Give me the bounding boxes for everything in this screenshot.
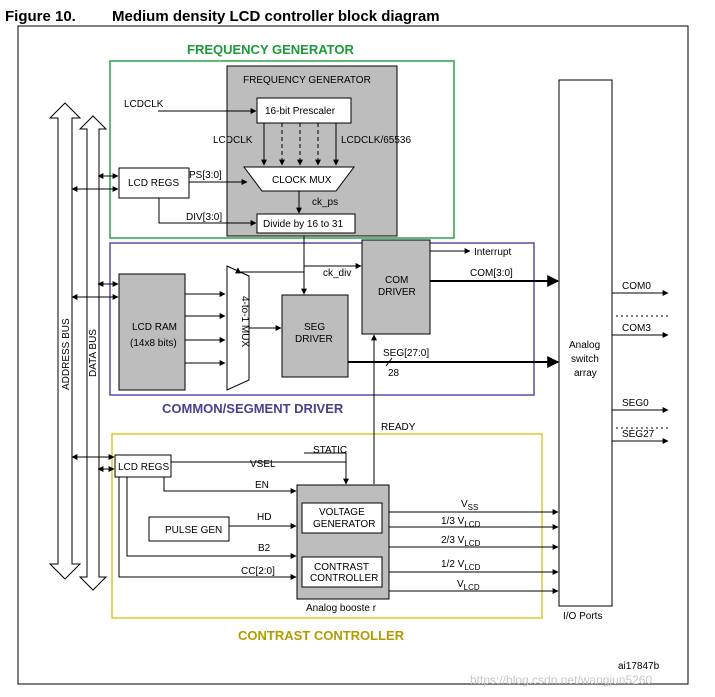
com-driver-block	[361, 239, 431, 335]
contrast-controller-heading: CONTRAST CONTROLLER	[238, 628, 405, 643]
figure-id: ai17847b	[618, 661, 660, 672]
figure-caption: Medium density LCD controller block diag…	[112, 8, 440, 25]
cc-label: CC[2:0]	[241, 566, 275, 577]
voltage-generator-block	[301, 502, 383, 534]
contrast-controller-block	[301, 556, 383, 588]
vss-label: VSS	[461, 499, 478, 512]
analog-switch-label-3: array	[574, 368, 597, 379]
voltage-generator-label-1: VOLTAGE	[319, 507, 365, 518]
common-segment-driver-frame	[109, 242, 535, 396]
frequency-generator-title: FREQUENCY GENERATOR	[243, 75, 371, 86]
clock-mux-label: CLOCK MUX	[272, 175, 332, 186]
analog-switch-label-2: switch	[571, 354, 599, 365]
analog-booster-label: Analog booste r	[306, 603, 377, 614]
ck-div-label: ck_div	[323, 268, 351, 279]
seg-driver-label-1: SEG	[304, 322, 325, 333]
lcd-ram-block	[118, 273, 186, 391]
v-one-third-label: 1/3 VLCD	[441, 516, 481, 529]
mux-label: 4-to-1 MUX	[239, 296, 250, 347]
com-bus-label: COM[3:0]	[470, 268, 513, 279]
contrast-controller-label-2: CONTROLLER	[310, 573, 378, 584]
seg-driver-label-2: DRIVER	[295, 334, 333, 345]
v-half-label: 1/2 VLCD	[441, 559, 481, 572]
div-bus-label: DIV[3:0]	[186, 212, 222, 223]
prescaler-block	[256, 97, 352, 124]
watermark: https://blog.csdn.net/wangjun5260	[470, 673, 652, 687]
vlcd-label: VLCD	[457, 579, 480, 592]
frequency-generator-block	[226, 65, 398, 237]
divider-block	[256, 213, 356, 234]
figure-number: Figure 10.	[5, 8, 76, 25]
vsel-label: VSEL	[250, 459, 276, 470]
address-bus-label: ADDRESS BUS	[61, 318, 72, 390]
contrast-controller-frame	[111, 433, 543, 619]
lcdclk-tap-label: LCDCLK	[213, 135, 253, 146]
freq-lcd-regs	[118, 167, 190, 199]
figure-frame	[17, 25, 689, 685]
com-driver-label-2: DRIVER	[378, 287, 416, 298]
analog-switch-array	[558, 79, 613, 607]
pulse-gen-block	[148, 516, 230, 542]
pulse-gen-label: PULSE GEN	[165, 525, 222, 536]
freq-lcd-regs-label: LCD REGS	[128, 178, 179, 189]
ps-bus-label: PS[3:0]	[189, 170, 222, 181]
com0-label: COM0	[622, 281, 651, 292]
interrupt-label: Interrupt	[474, 247, 511, 258]
en-label: EN	[255, 480, 269, 491]
analog-switch-label-1: Analog	[569, 340, 600, 351]
b2-label: B2	[258, 543, 271, 554]
static-label: STATIC	[313, 445, 347, 456]
seg-bus-label: SEG[27:0]	[383, 348, 429, 359]
contrast-controller-label-1: CONTRAST	[314, 562, 369, 573]
lcd-ram-size-label: (14x8 bits)	[130, 338, 177, 349]
ck-ps-label: ck_ps	[312, 197, 338, 208]
v-two-thirds-label: 2/3 VLCD	[441, 535, 481, 548]
frequency-generator-frame	[109, 60, 455, 239]
voltage-generator-label-2: GENERATOR	[313, 519, 375, 530]
seg0-label: SEG0	[622, 398, 649, 409]
com-driver-label-1: COM	[385, 275, 408, 286]
divider-label: Divide by 16 to 31	[263, 219, 343, 230]
io-ports-label: I/O Ports	[563, 611, 602, 622]
seg-width-label: 28	[388, 368, 400, 379]
address-bus: ADDRESS BUS	[48, 102, 82, 580]
data-bus-label: DATA BUS	[88, 329, 99, 377]
lcdclk-input-label: LCDCLK	[124, 99, 164, 110]
seg-driver-block	[281, 294, 349, 378]
prescaler-label: 16-bit Prescaler	[265, 106, 336, 117]
lcdclk-65536-label: LCDCLK/65536	[341, 135, 411, 146]
data-bus: DATA BUS	[78, 115, 108, 591]
clock-mux	[243, 166, 355, 192]
four-to-one-mux	[226, 265, 250, 391]
hd-label: HD	[257, 512, 271, 523]
contrast-lcd-regs	[114, 454, 172, 478]
frequency-generator-heading: FREQUENCY GENERATOR	[187, 42, 354, 57]
com3-label: COM3	[622, 323, 651, 334]
common-segment-driver-heading: COMMON/SEGMENT DRIVER	[162, 401, 344, 416]
lcd-ram-label: LCD RAM	[132, 322, 177, 333]
ready-label: READY	[381, 422, 416, 433]
contrast-lcd-regs-label: LCD REGS	[118, 462, 169, 473]
seg27-label: SEG27	[622, 429, 655, 440]
